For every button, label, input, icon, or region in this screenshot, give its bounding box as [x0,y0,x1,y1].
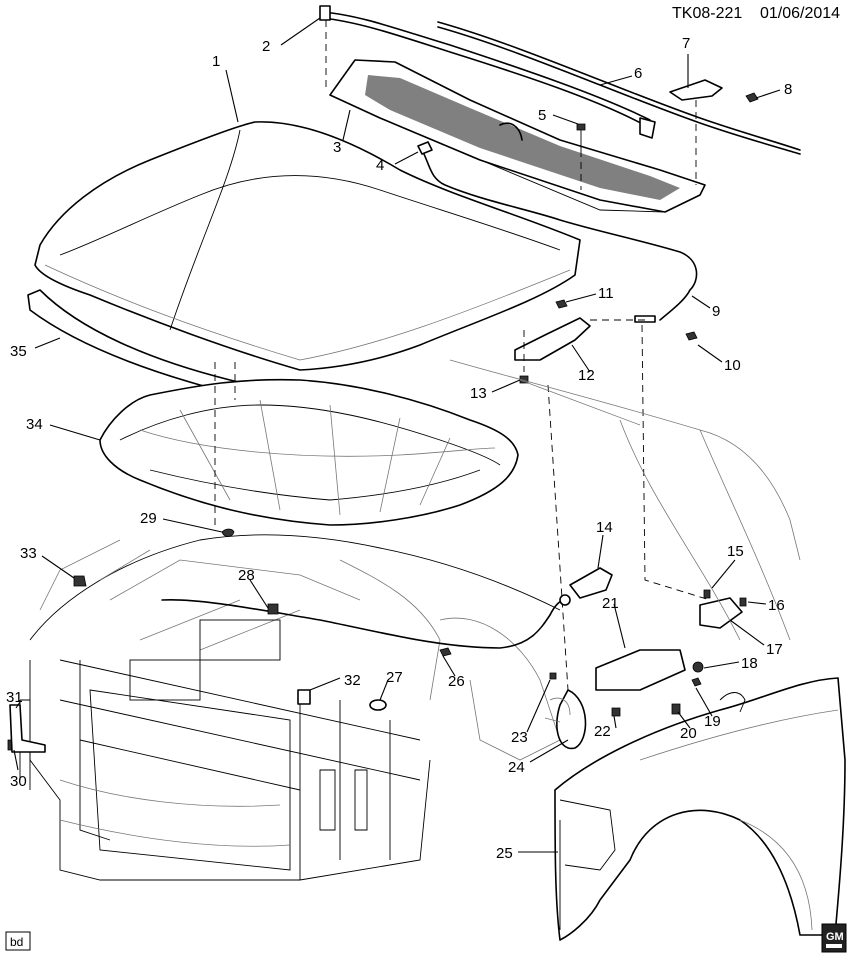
callout-31: 31 [6,689,23,706]
fastener-28 [267,603,279,615]
cowl-screw [576,123,586,131]
callout-15: 15 [727,543,744,560]
seal-retainer [669,79,723,101]
callout-9: 9 [712,303,720,320]
callout-4: 4 [376,157,384,174]
engine-compartment [19,534,561,881]
hood-stop-32 [297,689,311,705]
alignment-lines [214,20,711,691]
callout-2: 2 [262,38,270,55]
retainer-bolt [745,92,759,103]
gm-logo: GM [821,923,847,953]
callout-33: 33 [20,545,37,562]
fastener-19 [691,677,702,687]
hood-latch [9,704,46,753]
fastener-22 [611,707,621,717]
fastener-18 [692,661,704,673]
callout-7: 7 [682,35,690,52]
diagram-ref: TK08-221 [672,5,742,22]
callout-6: 6 [634,65,642,82]
callout-30: 30 [10,773,27,790]
diagram-date: 01/06/2014 [760,5,840,22]
callout-32: 32 [344,672,361,689]
callout-labels: 1 2 3 4 5 6 7 8 9 10 11 12 13 14 15 16 1… [6,35,792,862]
release-handle [569,567,613,599]
fastener-15 [703,589,711,599]
callout-5: 5 [538,107,546,124]
footer-tag-box [5,931,31,951]
hood-bumper [221,528,235,537]
hood-insulator [99,378,519,526]
hood-release-cable [421,149,698,321]
callout-16: 16 [768,597,785,614]
fastener-33 [73,575,87,587]
hinge-bracket-21 [595,649,686,691]
hood-stop-27 [369,699,387,711]
fastener-26 [439,647,452,657]
cowl-panel [329,59,706,213]
callout-18: 18 [741,655,758,672]
callout-25: 25 [496,845,513,862]
callout-17: 17 [766,641,783,658]
front-fender [554,677,846,941]
callout-24: 24 [508,759,525,776]
callout-1: 1 [212,53,220,70]
callout-34: 34 [26,416,43,433]
cab-outline [449,359,801,641]
hood-hinge [514,317,591,361]
callout-8: 8 [784,81,792,98]
callout-3: 3 [333,139,341,156]
hinge-bracket-17 [699,597,743,629]
callout-27: 27 [386,669,403,686]
fastener-23 [549,672,557,680]
callout-20: 20 [680,725,697,742]
callout-11: 11 [598,285,614,302]
callout-21: 21 [602,595,619,612]
callout-22: 22 [594,723,611,740]
callout-29: 29 [140,510,157,527]
callout-26: 26 [448,673,465,690]
callout-28: 28 [238,567,255,584]
callout-35: 35 [10,343,27,360]
leader-lines [13,17,781,853]
callout-23: 23 [511,729,528,746]
callout-10: 10 [724,357,741,374]
callout-12: 12 [578,367,595,384]
callout-19: 19 [704,713,721,730]
fastener-16 [739,597,747,607]
release-cable-lower [161,597,569,649]
callout-13: 13 [470,385,487,402]
svg-text:GM: GM [826,931,844,943]
cowl-seal [319,5,656,139]
hood-rear-seal [437,21,801,151]
callout-14: 14 [596,519,613,536]
hood-panel [34,121,581,371]
footer-tag: bd [10,935,23,949]
